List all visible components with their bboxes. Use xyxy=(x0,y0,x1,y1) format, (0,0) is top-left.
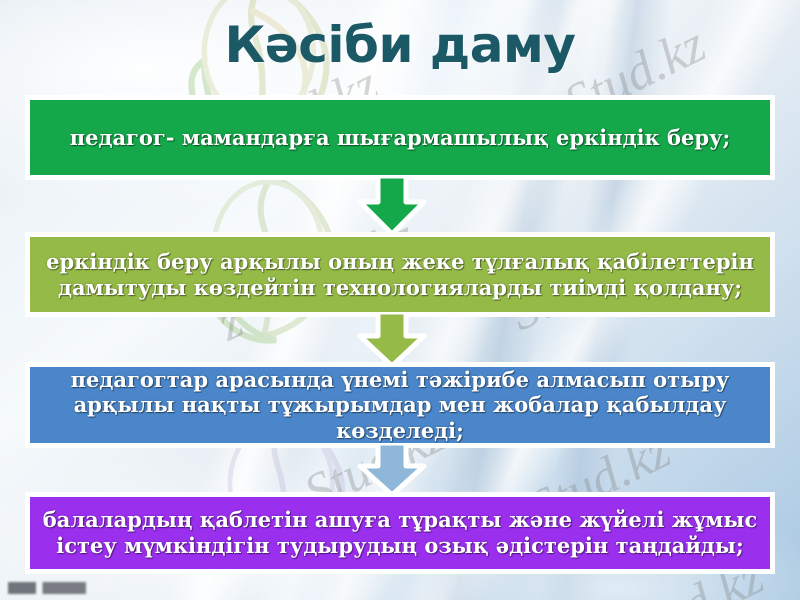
flow-step-label: еркіндік беру арқылы оның жеке тұлғалық … xyxy=(46,248,754,300)
flow-step-box-2: еркіндік беру арқылы оның жеке тұлғалық … xyxy=(25,232,775,317)
page-title: Кәсіби даму xyxy=(224,16,577,74)
corner-artifact xyxy=(8,582,86,594)
flow-step-box-3: педагогтар арасында үнемі тәжірибе алмас… xyxy=(25,362,775,448)
flow-step-label: балалардың қаблетін ашуға тұрақты және ж… xyxy=(42,507,758,558)
arrow-down-icon xyxy=(356,312,428,368)
arrow-down-icon xyxy=(356,443,428,497)
flow-step-box-4: балалардың қаблетін ашуға тұрақты және ж… xyxy=(25,492,775,574)
flow-step-label: педагогтар арасында үнемі тәжірибе алмас… xyxy=(70,366,730,443)
flow-step-label: педагог- мамандарға шығармашылық еркінді… xyxy=(69,124,731,150)
arrow-down-icon xyxy=(356,176,428,236)
flow-step-box-1: педагог- мамандарға шығармашылық еркінді… xyxy=(25,95,775,180)
